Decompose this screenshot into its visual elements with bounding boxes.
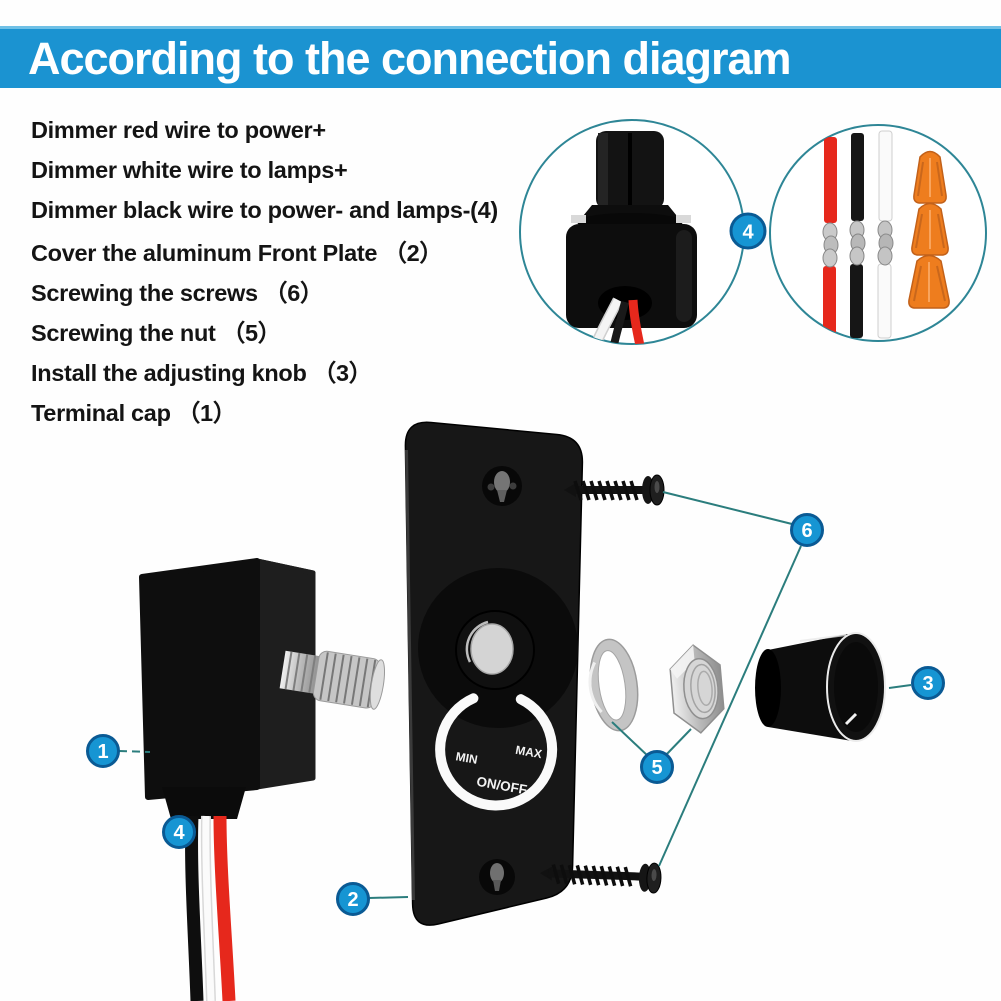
header-banner: According to the connection diagram [0,26,1001,88]
instruction-step: Screwing the nut （5） [31,320,281,347]
white-wire [878,130,893,222]
top-keyhole [482,466,522,506]
callout-line-6b [658,545,802,867]
callout-line-5b [663,728,692,758]
wire-splice [877,220,894,266]
callout-badge-6: 6 [790,513,824,547]
instruction-step: Dimmer black wire to power- and lamps-(4… [31,196,498,223]
wire-splice [849,220,866,266]
svg-text:4: 4 [742,222,754,244]
red-wire [628,299,645,344]
callout-badge-4-wires: 4 [162,815,196,849]
cable-clamp [162,787,246,819]
black-wire [610,301,629,344]
bottom-keyhole [479,859,515,895]
instruction-step: Cover the aluminum Front Plate （2） [31,239,443,266]
page-title: According to the connection diagram [28,32,792,84]
max-label: MAX [514,743,543,761]
instruction-step: Terminal cap （1） [31,400,237,427]
svg-text:4: 4 [173,822,185,844]
dial [418,568,578,811]
top-screw [564,474,665,506]
svg-text:1: 1 [97,741,108,763]
red-wire [824,137,837,223]
power-wires [185,815,236,1001]
svg-text:2: 2 [347,889,358,911]
callout-badge-3: 3 [911,666,945,700]
adjusting-knob [755,632,886,742]
callout-badge-5: 5 [640,750,674,784]
callout-badge-4-inset: 4 [729,212,767,250]
instruction-step: Dimmer white wire to lamps+ [31,156,348,183]
min-label: MIN [455,749,479,767]
svg-text:6: 6 [801,520,812,542]
callout-line-6a [662,491,793,525]
knob-indicator-mark [844,712,858,726]
shaft-hole [470,623,514,675]
red-wire [213,815,236,1001]
svg-text:5: 5 [651,757,662,779]
bottom-screw [540,862,662,894]
instruction-list: Dimmer red wire to power+ Dimmer white w… [31,110,498,432]
instruction-step: Install the adjusting knob （3） [31,360,372,387]
washer [588,638,639,732]
adjust-shaft [279,650,386,710]
dimmer-switch-body [139,558,316,819]
white-wire [202,815,215,1001]
callout-badge-2: 2 [336,882,370,916]
black-wire [185,815,204,1001]
instruction-step: Dimmer red wire to power+ [31,116,326,143]
callout-line-3 [888,684,912,689]
inset-dimmer-photo [519,119,745,345]
svg-text:3: 3 [922,673,933,695]
wire-splice [822,222,839,268]
inset-wire-splice-photo [769,124,987,342]
front-plate: MIN MAX ON/OFF [404,421,584,926]
terminal-caps [908,150,950,309]
callout-line-2 [368,896,409,899]
callout-line-5a [611,721,650,758]
instruction-step: Screwing the screws （6） [31,279,324,306]
callout-badge-1: 1 [86,734,120,768]
hex-nut [669,644,725,734]
black-wire [851,133,864,221]
callout-line-1 [118,750,151,753]
